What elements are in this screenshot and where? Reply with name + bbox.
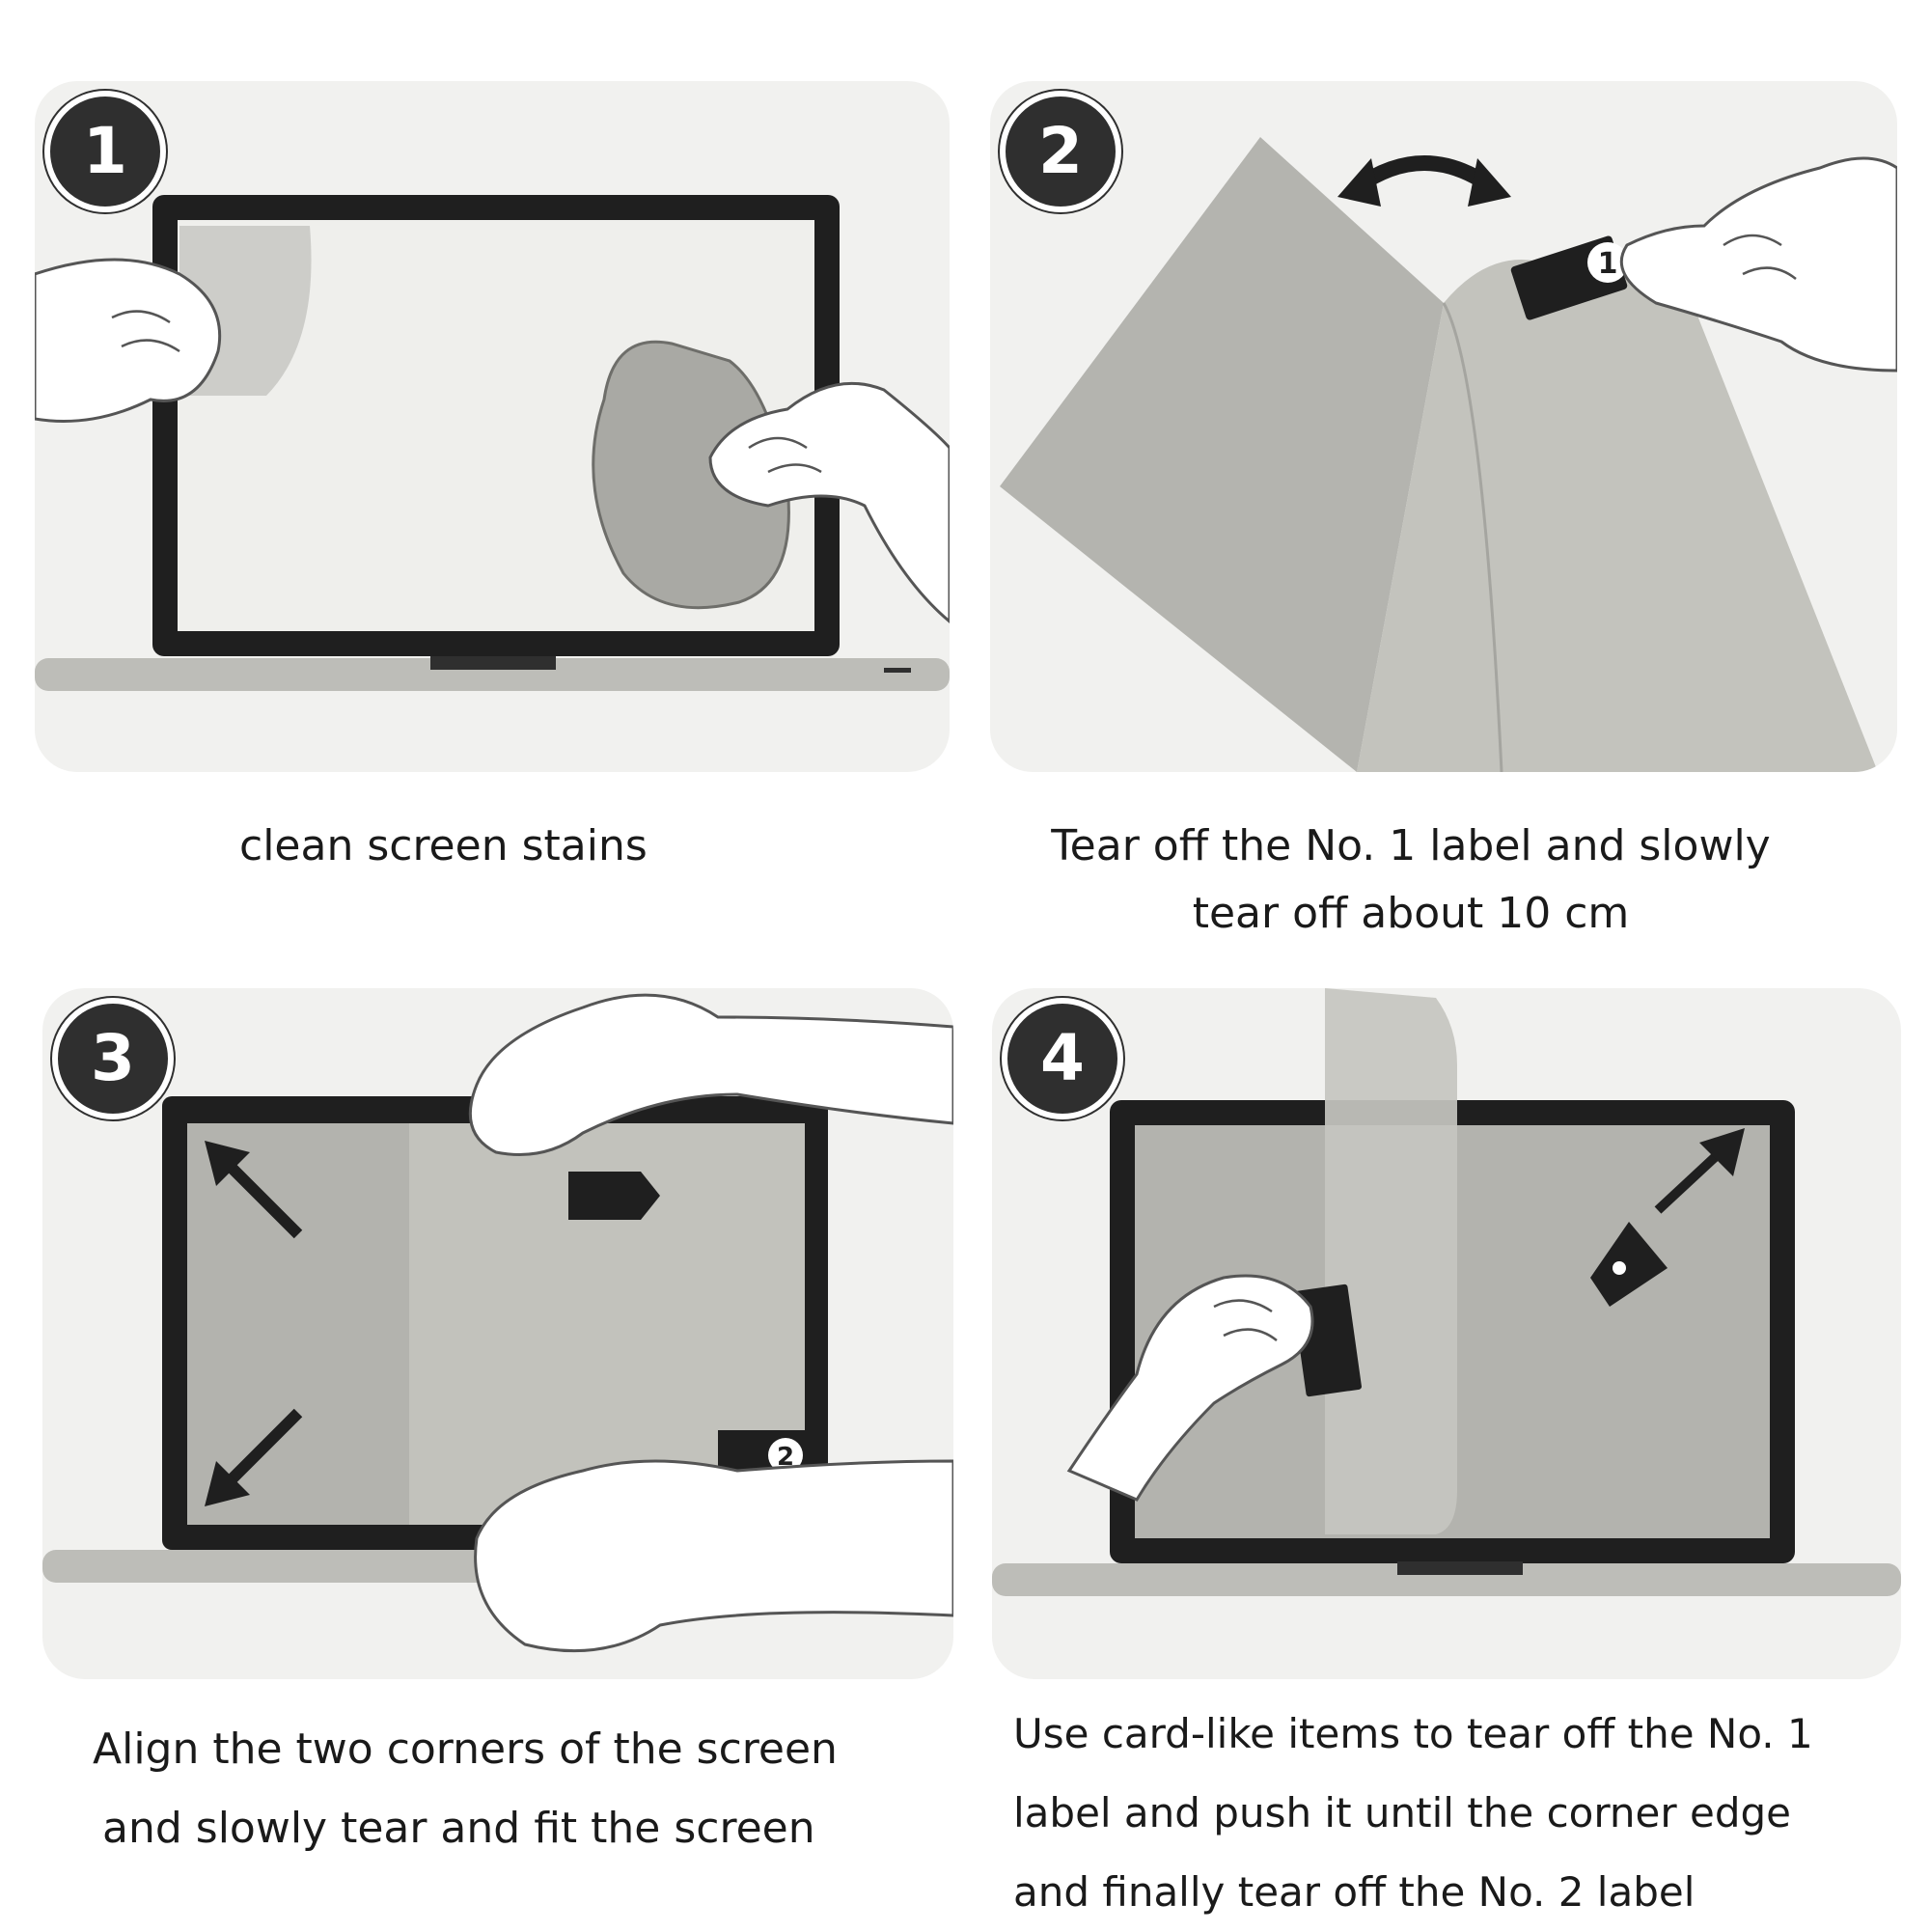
step-3-caption: Align the two corners of the screen and … [93, 1710, 838, 1868]
caption-line: Align the two corners of the screen [93, 1725, 838, 1774]
caption-line: tear off about 10 cm [1192, 889, 1630, 938]
caption-line: and finally tear off the No. 2 label [1013, 1868, 1696, 1916]
protective-film-lifted [1357, 260, 1878, 772]
step-4-badge: 4 [1002, 998, 1123, 1119]
hand-icon [1066, 1274, 1314, 1502]
label-tab-2-text: 2 [777, 1443, 794, 1472]
laptop-base [992, 1563, 1901, 1596]
step-2-caption: Tear off the No. 1 label and slowly tear… [1034, 813, 1787, 948]
corner-label [1590, 1222, 1668, 1307]
step-3-panel: 2 3 [42, 988, 953, 1679]
right-hand-icon [708, 381, 950, 623]
protective-film-strip [1325, 988, 1457, 1534]
label-tab-top [568, 1172, 660, 1220]
step-1-illustration [35, 195, 950, 691]
step-2-panel: 1 2 [990, 81, 1897, 772]
double-arrow-icon [1337, 155, 1511, 207]
step-4-illustration [992, 988, 1901, 1596]
bottom-hand-icon [474, 1459, 953, 1653]
step-3-illustration: 2 [42, 993, 953, 1653]
step-2-illustration: 1 [1000, 137, 1897, 772]
label-tab-1: 1 [1510, 235, 1628, 320]
step-3-badge: 3 [52, 998, 174, 1119]
label-tab-1-text: 1 [1598, 247, 1618, 281]
top-hand-icon [468, 993, 953, 1156]
caption-line: clean screen stains [239, 821, 648, 870]
arrow-down-left-icon [205, 1408, 303, 1506]
laptop-base [35, 658, 950, 691]
step-1-caption: clean screen stains [239, 813, 648, 880]
step-4-caption: Use card-like items to tear off the No. … [1013, 1695, 1813, 1932]
step-2-badge: 2 [1000, 91, 1121, 212]
step-1-panel: 1 [35, 81, 950, 772]
left-hand-icon [35, 258, 222, 423]
hand-icon [1619, 156, 1897, 373]
step-4-panel: 4 [992, 988, 1901, 1679]
caption-line: Tear off the No. 1 label and slowly [1051, 821, 1771, 870]
caption-line: and slowly tear and fit the screen [102, 1804, 815, 1853]
step-1-badge: 1 [44, 91, 166, 212]
protective-film-flat [1000, 137, 1444, 772]
caption-line: Use card-like items to tear off the No. … [1013, 1710, 1813, 1757]
caption-line: label and push it until the corner edge [1013, 1789, 1791, 1836]
arrow-up-right-icon [1654, 1128, 1745, 1214]
arrow-up-left-icon [205, 1141, 303, 1239]
